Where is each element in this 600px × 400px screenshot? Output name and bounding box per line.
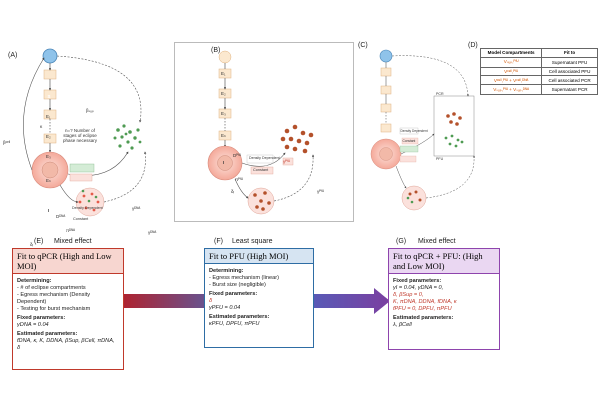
card-e-fixed-item: γDNA = 0.04 xyxy=(17,322,49,328)
table-header-fit-to: Fit to xyxy=(541,48,598,58)
pi-dna-label: πᴰᴺᴬ xyxy=(66,228,76,233)
card-g-fixed-red-item: fPFU = 0, DPFU, πPFU xyxy=(393,306,452,312)
card-f-fixed-header: Fixed parameters: xyxy=(209,291,258,297)
c-pfu-label: PFU xyxy=(436,157,444,161)
panel-c: (C) xyxy=(356,42,490,220)
b-en-label: Eₙ xyxy=(221,133,226,138)
table-cell-fit: Cell associated PCR xyxy=(541,75,598,86)
b-e3-label: E₃ xyxy=(221,111,226,116)
table-row: Vᶜᵉˡˡ,ᴾᶠᵁ + Vᶜᵉˡˡ,ᴰᴺᴬ Cell associated PC… xyxy=(479,75,598,86)
b-gamma-pfu-label: γᴾᶠᵁ xyxy=(283,159,291,164)
card-f-body: Determining: - Egress mechanism (linear)… xyxy=(205,264,313,330)
panel-c-diagram xyxy=(370,49,476,211)
card-g-fixed-header: Fixed parameters: xyxy=(393,278,442,284)
card-e-label: (E) xyxy=(34,238,44,245)
table-cell-compartment: Vₛᵤₚ,ᴾᶠᵁ + Vₛᵤₚ,ᴰᴺᴬ xyxy=(479,84,543,95)
table-row: Vₛᵤₚ,ᴾᶠᵁ Supernatant PFU xyxy=(479,56,598,68)
e3-label: E₃ xyxy=(46,154,51,159)
card-f-estimated-item: κPFU, DPFU, πPFU xyxy=(209,321,260,327)
card-g-fixed-item: γI = 0.04, γDNA = 0, xyxy=(393,285,444,291)
s-label: S xyxy=(47,94,51,99)
card-e-estimated-item: fDNA, κ, K, DDNA, βSup, βCell, πDNA, xyxy=(17,338,115,344)
i-label: I xyxy=(48,208,50,213)
card-g-estimated-item: λ, βCell xyxy=(393,322,412,328)
table-row: Vᶜᵉˡˡ,ᴾᶠᵁ Cell associated PFU xyxy=(479,66,598,77)
beta-cell-label: βᶜᵉˡˡ xyxy=(3,140,11,145)
c-pcr-label: PCR xyxy=(436,92,444,96)
e1-label: E₁ xyxy=(46,114,51,119)
card-g-title: Fit to qPCR + PFU: (High and Low MOI) xyxy=(389,249,499,274)
panel-c-label: (C) xyxy=(358,42,368,49)
card-f-label: (F) xyxy=(214,238,223,245)
card-g-method: Mixed effect xyxy=(418,238,456,245)
card-e-determining-item: - # of eclipse compartments xyxy=(17,285,86,291)
card-e-determining-header: Determining: xyxy=(17,278,52,284)
table-row: Vₛᵤₚ,ᴾᶠᵁ + Vₛᵤₚ,ᴰᴺᴬ Supernatant PCR xyxy=(479,84,598,95)
card-e: Fit to qPCR (High and Low MOI) Determini… xyxy=(12,248,124,370)
card-e-determining-item: - Testing for burst mechanism xyxy=(17,306,91,312)
card-e-title: Fit to qPCR (High and Low MOI) xyxy=(13,249,123,274)
card-e-fixed-header: Fixed parameters: xyxy=(17,315,66,321)
card-e-method: Mixed effect xyxy=(54,238,92,245)
panel-b-diagram xyxy=(207,50,315,215)
card-f-method: Least square xyxy=(232,238,273,245)
b-e2-label: E₂ xyxy=(221,91,226,96)
kappa-label: κ xyxy=(40,124,43,129)
card-f-fixed-red: δ xyxy=(209,298,213,304)
d-dna-label: Dᴰᴺᴬ xyxy=(56,214,66,219)
card-g-estimated-header: Estimated parameters: xyxy=(393,315,454,321)
card-f-estimated-header: Estimated parameters: xyxy=(209,314,270,320)
card-g-fixed-red-item: K, πDNA, DDNA, fDNA, κ xyxy=(393,299,457,305)
density-dependent-label: Density Dependent xyxy=(72,206,103,210)
panel-d-label: (D) xyxy=(468,42,478,49)
card-f-determining-item: - Burst size (negligible) xyxy=(209,282,266,288)
table-cell-compartment: Vᶜᵉˡˡ,ᴾᶠᵁ xyxy=(479,66,543,77)
c-density-dependent-label: Density Dependent xyxy=(400,128,428,133)
table-cell-compartment: Vᶜᵉˡˡ,ᴾᶠᵁ + Vᶜᵉˡˡ,ᴰᴺᴬ xyxy=(479,75,543,86)
table-cell-compartment: Vₛᵤₚ,ᴾᶠᵁ xyxy=(479,56,543,68)
table-cell-fit: Supernatant PCR xyxy=(541,84,598,95)
card-g-label: (G) xyxy=(396,238,407,245)
panel-d: (D) Model Compartments Fit to Vₛᵤₚ,ᴾᶠᵁ S… xyxy=(466,42,600,122)
panel-a-label: (A) xyxy=(8,52,18,59)
b-pi-pfu-label: πᴾᶠᵁ xyxy=(235,177,243,182)
constant-label: Constant xyxy=(73,216,89,221)
panel-b-label: (B) xyxy=(211,47,221,54)
card-g: Fit to qPCR + PFU: (High and Low MOI) Fi… xyxy=(388,248,500,350)
b-constant-label: Constant xyxy=(253,168,269,172)
b-density-dependent-label: Density Dependent xyxy=(249,156,280,160)
table-header-compartments: Model Compartments xyxy=(479,48,543,58)
b-e1-label: E₁ xyxy=(221,71,226,76)
card-g-fixed-red-item: δ, βSup = 0, xyxy=(393,292,424,298)
b-gamma-pfu-label-2: γᴾᶠᵁ xyxy=(317,189,325,194)
card-f-determining-header: Determining: xyxy=(209,268,244,274)
panel-a: (A) xyxy=(0,42,178,247)
b-d-pfu-label: Dᴾᶠᵁ xyxy=(233,153,242,158)
card-f-title: Fit to PFU (High MOI) xyxy=(205,249,313,264)
model-compartments-table: Model Compartments Fit to Vₛᵤₚ,ᴾᶠᵁ Super… xyxy=(479,48,598,95)
card-e-estimated-header: Estimated parameters: xyxy=(17,331,78,337)
delta-i-label: δᵢ xyxy=(30,242,34,247)
eclipse-note: n=? Number of stages of eclipse phase ne… xyxy=(62,128,98,143)
card-f-determining-item: - Egress mechanism (linear) xyxy=(209,275,279,281)
card-f-fixed-item: γPFU = 0.04 xyxy=(209,305,241,311)
b-delta-i-label: δᵢ xyxy=(231,189,235,194)
b-i-label: I xyxy=(223,160,225,165)
gamma-dna-label-2: γᴰᴺᴬ xyxy=(148,230,157,235)
card-e-estimated-item: δ xyxy=(17,345,21,351)
table-cell-fit: Cell associated PFU xyxy=(541,66,598,77)
c-constant-label: Constant xyxy=(402,138,416,143)
e2-label: E₂ xyxy=(46,134,51,139)
gamma-dna-label-1: γᴰᴺᴬ xyxy=(132,206,141,211)
card-f: Fit to PFU (High MOI) Determining: - Egr… xyxy=(204,248,314,348)
panel-a-diagram xyxy=(23,48,147,217)
panel-b: (B) xyxy=(174,42,354,222)
beta-sup-label: βₛᵤₚ xyxy=(86,108,94,113)
susceptible-cell-circle xyxy=(42,48,58,64)
card-e-body: Determining: - # of eclipse compartments… xyxy=(13,274,123,354)
table-cell-fit: Supernatant PFU xyxy=(541,56,598,68)
en-label: Eₙ xyxy=(46,178,51,183)
card-g-body: Fixed parameters: γI = 0.04, γDNA = 0, δ… xyxy=(389,274,499,331)
card-e-determining-item: - Egress mechanism (Density Dependent) xyxy=(17,292,91,305)
